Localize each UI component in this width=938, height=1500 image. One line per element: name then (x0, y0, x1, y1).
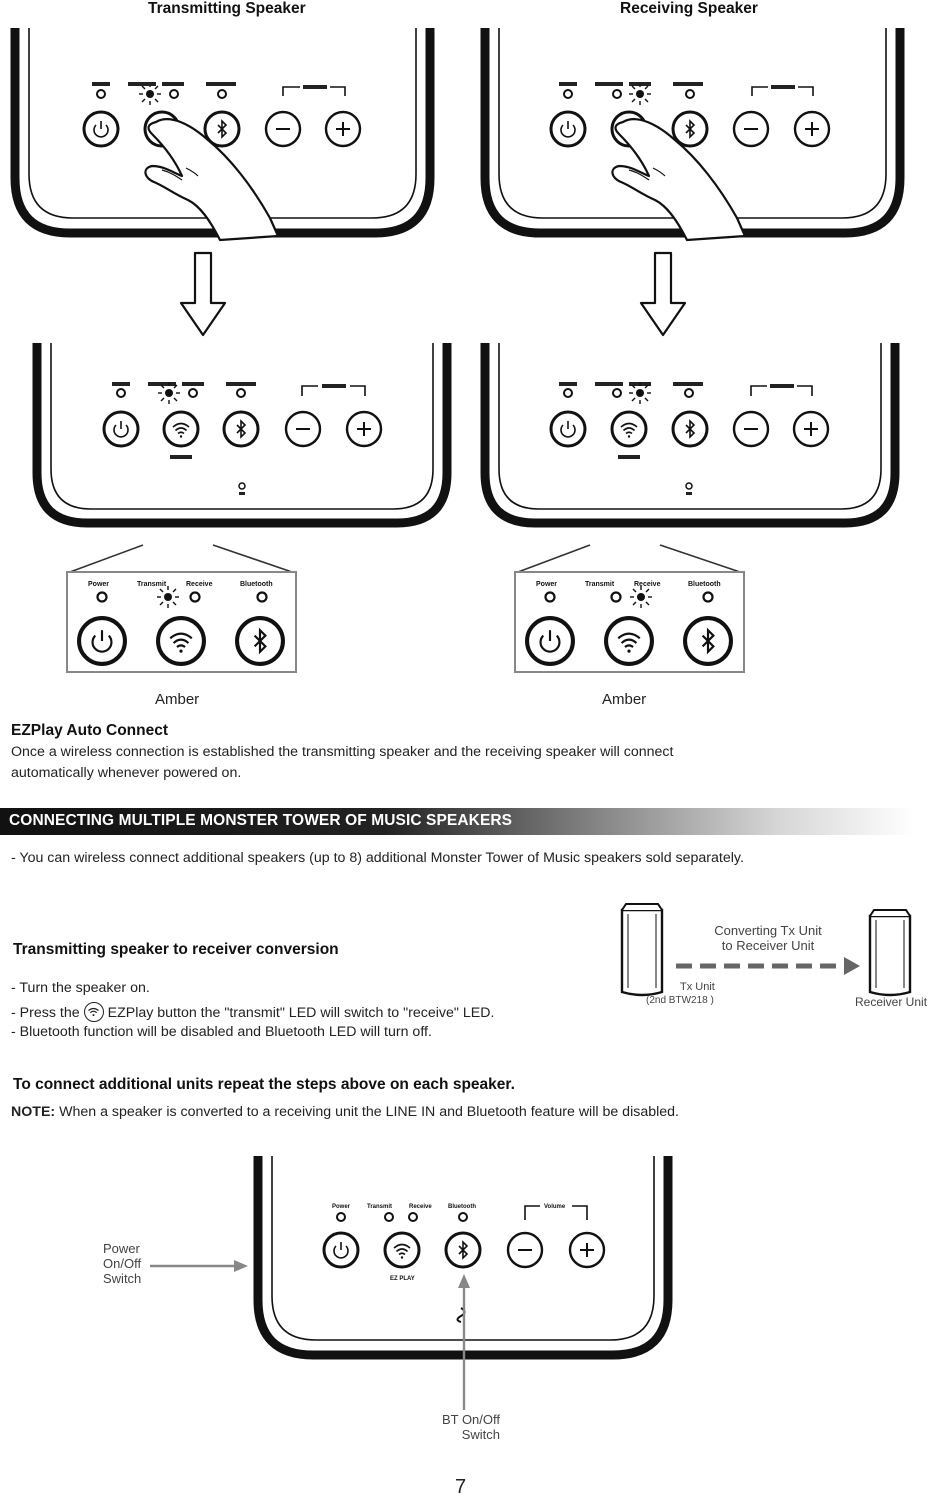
bt-switch-line2: Switch (461, 1427, 500, 1442)
receiving-speaker-title: Receiving Speaker (620, 0, 758, 17)
power-switch-line3: Switch (103, 1271, 142, 1286)
dashed-arrow (676, 957, 860, 975)
note-text: When a speaker is converted to a receivi… (59, 1104, 679, 1120)
right-top-panel (549, 82, 831, 242)
left-mid-panel (102, 381, 383, 495)
svg-text:Power: Power (88, 581, 109, 588)
auto-connect-heading: EZPlay Auto Connect (11, 722, 169, 739)
section-banner: CONNECTING MULTIPLE MONSTER TOWER OF MUS… (0, 808, 915, 835)
transmitting-speaker-title: Transmitting Speaker (148, 0, 306, 17)
arrow-label-line2: to Receiver Unit (721, 938, 815, 953)
svg-text:Power: Power (332, 1204, 351, 1210)
tx-unit-sublabel: (2nd BTW218 ) (646, 995, 714, 1006)
right-mid-panel (549, 381, 830, 495)
svg-text:Bluetooth: Bluetooth (448, 1204, 476, 1210)
conversion-step-1: - Turn the speaker on. (11, 980, 150, 996)
svg-text:EZ PLAY: EZ PLAY (390, 1276, 415, 1282)
bt-switch-line1: BT On/Off (441, 1412, 500, 1427)
receiver-unit-label: Receiver Unit (855, 995, 928, 1009)
conversion-heading: Transmitting speaker to receiver convers… (13, 941, 339, 958)
pairing-diagram: Power Transmit Receive Bluetooth (0, 0, 938, 673)
conversion-step-3: - Bluetooth function will be disabled an… (11, 1024, 432, 1040)
bt-switch-callout: BT On/Off Switch (437, 1412, 500, 1442)
svg-text:Transmit: Transmit (585, 581, 615, 588)
step2-suffix: EZPlay button the "transmit" LED will sw… (107, 1005, 495, 1021)
rx-speaker-icon (868, 909, 912, 997)
left-top-panel (82, 82, 362, 242)
intro-bullet: - You can wireless connect additional sp… (11, 850, 744, 866)
conversion-step-2: - Press the EZPlay button the "transmit" … (11, 1002, 494, 1022)
svg-text:Power: Power (536, 581, 557, 588)
conversion-arrow-label: Converting Tx Unit to Receiver Unit (704, 923, 832, 953)
svg-text:Transmit: Transmit (137, 581, 167, 588)
power-switch-line1: Power (103, 1241, 140, 1256)
step2-prefix: - Press the (11, 1005, 80, 1021)
arrow-label-line1: Converting Tx Unit (714, 923, 822, 938)
left-zoom-panel: Power Transmit Receive Bluetooth (79, 581, 283, 664)
power-switch-line2: On/Off (103, 1256, 142, 1271)
section-banner-title: CONNECTING MULTIPLE MONSTER TOWER OF MUS… (9, 812, 513, 829)
left-led-color-label: Amber (155, 691, 200, 708)
svg-text:Transmit: Transmit (367, 1204, 392, 1210)
power-switch-callout: Power On/Off Switch (103, 1241, 141, 1286)
right-led-color-label: Amber (602, 691, 647, 708)
conversion-figure (620, 903, 912, 997)
svg-text:Volume: Volume (544, 1204, 566, 1210)
note-line: NOTE: When a speaker is converted to a r… (11, 1104, 679, 1120)
tx-speaker-icon (620, 903, 664, 997)
svg-text:Bluetooth: Bluetooth (240, 581, 273, 588)
auto-connect-line2: automatically whenever powered on. (11, 765, 242, 781)
ezplay-icon (83, 1002, 104, 1022)
svg-text:Receive: Receive (186, 581, 213, 588)
repeat-heading: To connect additional units repeat the s… (13, 1076, 515, 1093)
auto-connect-line1: Once a wireless connection is establishe… (11, 744, 674, 760)
note-label: NOTE: (11, 1104, 56, 1120)
svg-text:Receive: Receive (409, 1204, 432, 1210)
svg-text:Bluetooth: Bluetooth (688, 581, 721, 588)
switch-diagram: Power Transmit Receive Bluetooth Volume … (150, 1156, 673, 1410)
right-zoom-panel: Power Transmit Receive Bluetooth (527, 581, 731, 664)
tx-unit-label: Tx Unit (680, 981, 715, 993)
svg-text:Receive: Receive (634, 581, 661, 588)
page-number: 7 (455, 1476, 467, 1498)
